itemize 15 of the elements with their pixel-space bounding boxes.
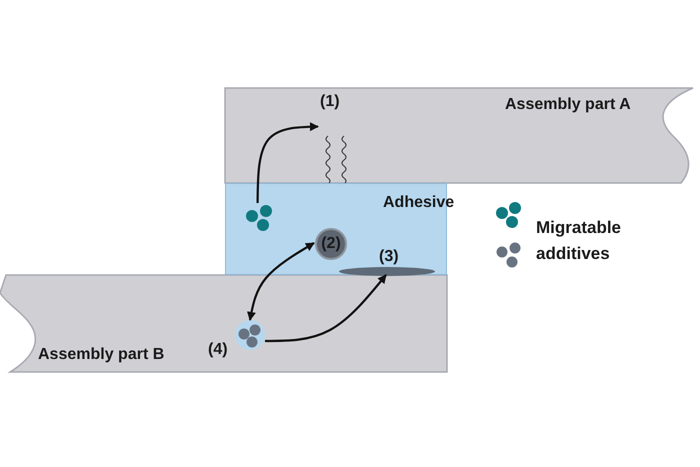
callout-number: (1): [320, 92, 340, 112]
additive-cluster-icon: [246, 204, 274, 231]
assembly-part-panel: [225, 88, 695, 183]
additive-cluster-icon: [235, 320, 265, 350]
part-label: Assembly part B: [38, 345, 164, 365]
callout-number: (3): [379, 247, 399, 267]
arrow: [256, 122, 319, 203]
arrow: [265, 274, 387, 342]
part-label: Assembly part A: [505, 95, 631, 115]
legend-label: Migratable additives: [536, 217, 622, 265]
arrow: [247, 242, 315, 321]
assembly-part-panel: [0, 275, 447, 372]
callout-number: (4): [208, 340, 228, 360]
particle-circle: (2): [315, 228, 347, 260]
adhesive-label: Adhesive: [383, 193, 454, 213]
